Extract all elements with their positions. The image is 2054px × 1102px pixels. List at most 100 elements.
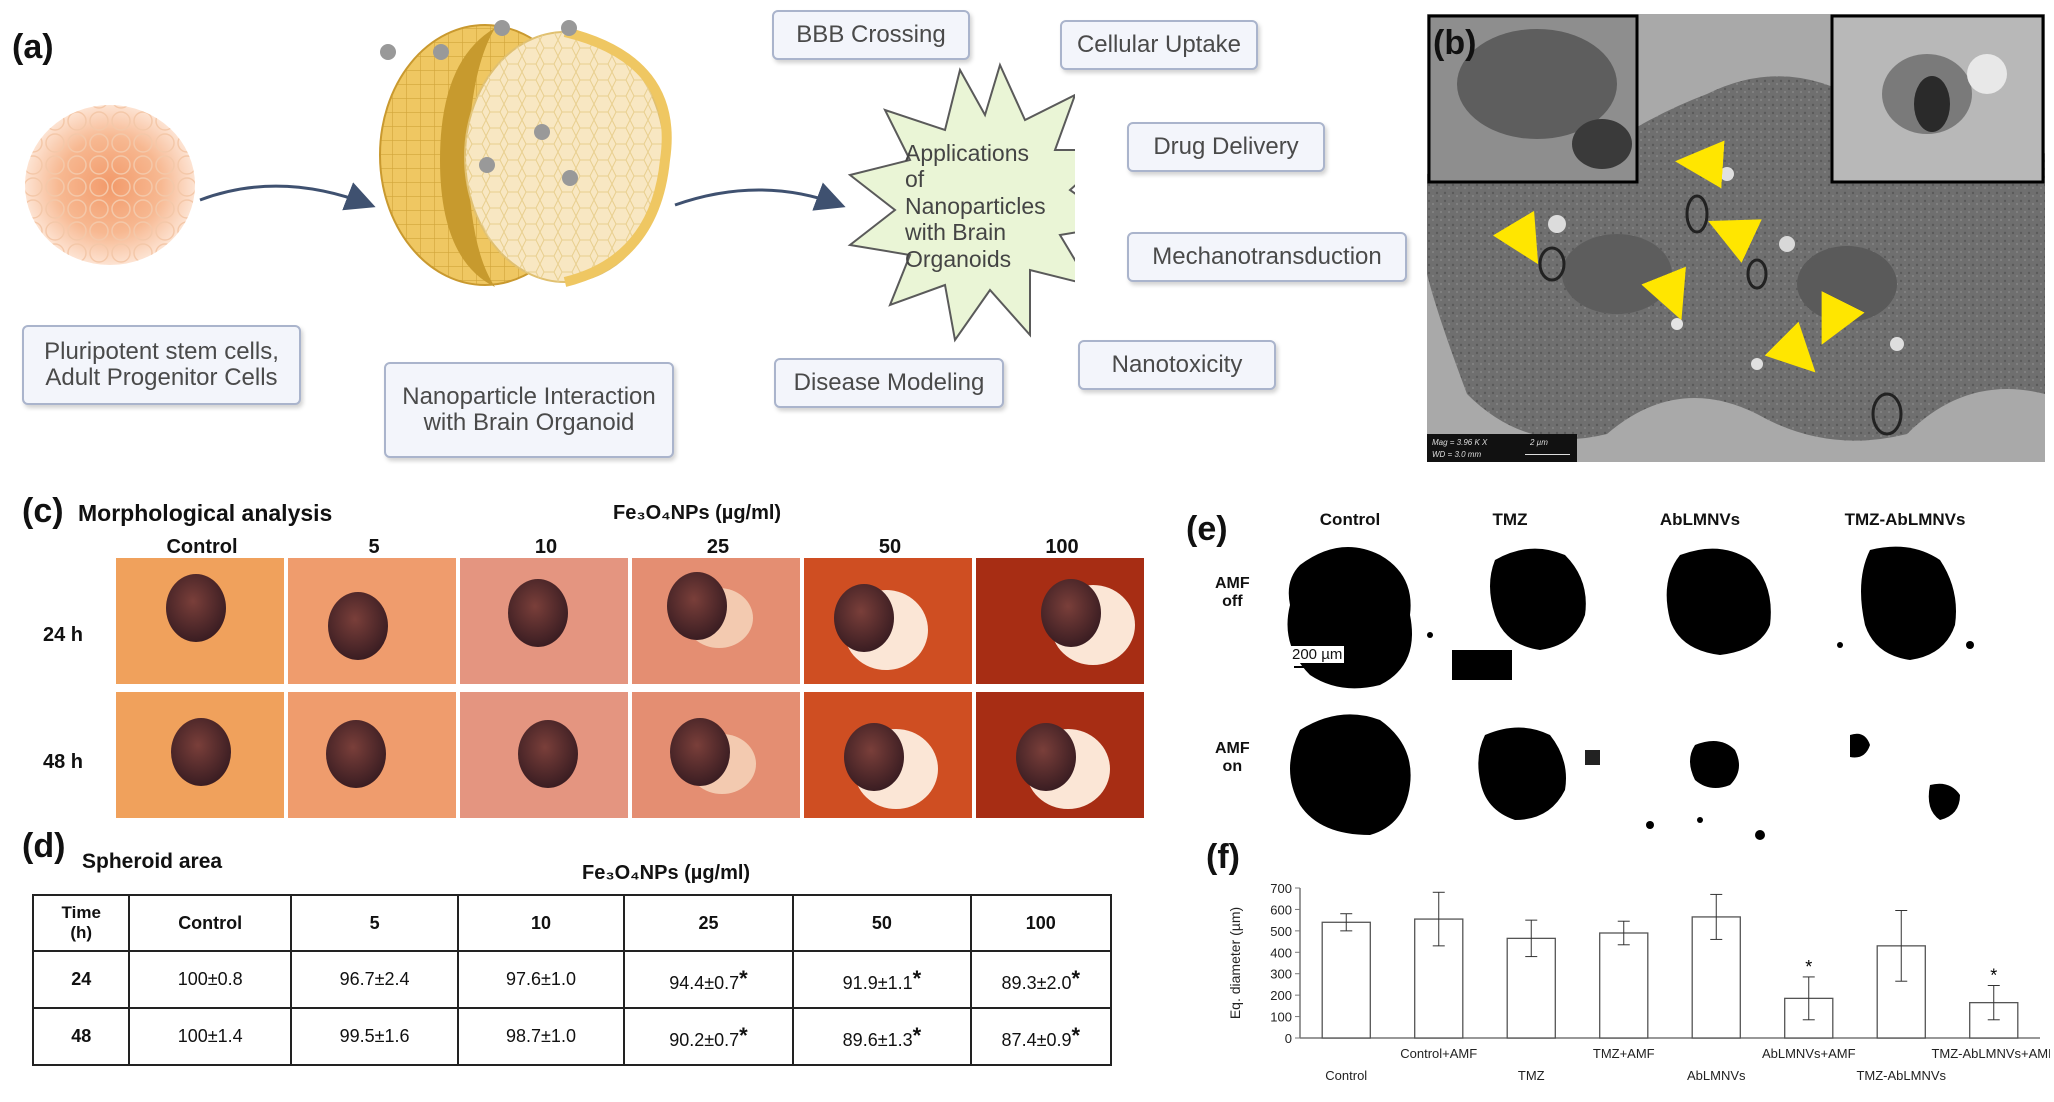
significance-star: *	[912, 1022, 922, 1048]
x-tick-label: TMZ-AbLMNVs	[1856, 1068, 1946, 1083]
tem-scale-bar-label: 2 µm	[1530, 438, 1548, 447]
table-header-control: Control	[128, 894, 292, 952]
spheroid	[171, 718, 231, 786]
arrow-stem-to-organoid	[199, 182, 376, 211]
table-header-time: Time (h)	[31, 894, 131, 952]
table-cell: 87.4±0.9*	[969, 1007, 1113, 1066]
spheroid-tmz-on	[1478, 727, 1566, 820]
spheroid-tmz-off-fragment	[1452, 650, 1512, 680]
panel-f-label: (f)	[1206, 838, 1240, 876]
arrow-organoid-to-applications	[674, 182, 846, 211]
spheroid	[326, 720, 386, 788]
panel-c-col-10: 10	[534, 536, 558, 558]
panel-e-row-amf-off: AMF off	[1215, 575, 1250, 610]
tem-scale-text-2: WD = 3.0 mm	[1432, 450, 1482, 459]
panel-a-label: (a)	[12, 28, 54, 66]
table-cell: 99.5±1.6	[289, 1007, 460, 1066]
panel-c-title: Morphological analysis	[78, 500, 333, 526]
panel-e-col-tmz: TMZ	[1492, 510, 1528, 529]
x-tick-label: AbLMNVs+AMF	[1762, 1046, 1856, 1061]
panel-e-row-amf-on: AMF on	[1215, 740, 1250, 775]
spheroid	[518, 720, 578, 788]
y-tick-label: 700	[1270, 881, 1292, 896]
bbb-crossing-box: BBB Crossing	[772, 10, 970, 60]
y-tick-label: 400	[1270, 945, 1292, 960]
drug-delivery-box: Drug Delivery	[1127, 122, 1325, 172]
spheroid	[508, 579, 568, 647]
panel-a-illustration	[25, 20, 1075, 343]
significance-star: *	[1990, 966, 1997, 986]
tem-scale-bar	[1525, 454, 1570, 455]
table-header-25: 25	[622, 894, 795, 952]
stem-cells-box: Pluripotent stem cells, Adult Progenitor…	[22, 325, 301, 405]
x-tick-label: TMZ+AMF	[1593, 1046, 1655, 1061]
spheroid-tmz-ablmnvs-off	[1861, 546, 1956, 660]
panel-e-scale-bar-label: 200 µm	[1290, 646, 1345, 663]
nanoparticle-interaction-box: Nanoparticle Interaction with Brain Orga…	[384, 362, 674, 458]
panel-b-label: (b)	[1433, 24, 1477, 62]
table-header-100: 100	[969, 894, 1113, 952]
spheroid	[834, 584, 894, 652]
tem-scale-text-1: Mag = 3.96 K X	[1432, 438, 1488, 447]
panel-c-row-48h: 48 h	[43, 751, 84, 773]
spheroid-tmz-off	[1490, 548, 1586, 650]
spheroid-control-on	[1290, 714, 1411, 835]
table-cell: 98.7±1.0	[457, 1007, 625, 1066]
significance-star: *	[1071, 1022, 1081, 1048]
spheroid	[166, 574, 226, 642]
panel-c-row-24h: 24 h	[43, 624, 84, 646]
panel-d-title: Spheroid area	[82, 850, 223, 873]
panel-e-col-control: Control	[1319, 510, 1381, 529]
y-tick-label: 100	[1270, 1010, 1292, 1025]
spheroid	[844, 723, 904, 791]
applications-text: Applications of Nanoparticles with Brain…	[905, 140, 1046, 272]
significance-star: *	[739, 1022, 748, 1048]
panel-e-label: (e)	[1186, 510, 1228, 548]
spheroid-tmz-ablmnvs-on-2	[1928, 783, 1960, 820]
table-cell-time: 48	[31, 1007, 131, 1066]
nanotoxicity-box: Nanotoxicity	[1078, 340, 1276, 390]
spheroid-ablmnvs-off	[1666, 548, 1771, 655]
bar	[1599, 932, 1649, 1039]
table-cell: 91.9±1.1*	[792, 950, 972, 1009]
spheroid	[1041, 579, 1101, 647]
stem-cell-cluster	[25, 105, 195, 265]
x-tick-label: TMZ-AbLMNVs+AMF	[1931, 1046, 2050, 1061]
table-cell-time: 24	[31, 950, 131, 1009]
spheroid-area-table: Time (h) Control 5 10 25 50 100 24 100±0…	[31, 894, 1113, 1066]
spheroid-tmz-on-fragment	[1585, 750, 1600, 765]
cellular-uptake-box: Cellular Uptake	[1060, 20, 1258, 70]
x-tick-label: Control	[1325, 1068, 1367, 1083]
significance-star: *	[1805, 957, 1812, 977]
significance-star: *	[1071, 965, 1081, 991]
spheroid	[328, 592, 388, 660]
y-tick-label: 500	[1270, 924, 1292, 939]
spheroid-tmz-ablmnvs-on-1	[1850, 733, 1870, 758]
x-tick-label: TMZ	[1518, 1068, 1545, 1083]
table-row: 48 100±1.4 99.5±1.6 98.7±1.0 90.2±0.7* 8…	[31, 1007, 1113, 1066]
y-tick-label: 0	[1285, 1031, 1292, 1046]
panel-c-col-50: 50	[878, 536, 902, 558]
applications-starburst	[847, 62, 1075, 343]
panel-c-conc-header: Fe₃O₄NPs (µg/ml)	[613, 502, 782, 524]
table-header-5: 5	[289, 894, 460, 952]
spheroid-ablmnvs-on	[1690, 741, 1739, 789]
panel-d-label: (d)	[22, 827, 66, 865]
spheroid	[670, 718, 730, 786]
table-cell: 97.6±1.0	[457, 950, 625, 1009]
significance-star: *	[739, 965, 748, 991]
panel-c-col-control: Control	[166, 536, 238, 558]
table-cell: 94.4±0.7*	[622, 950, 795, 1009]
spheroid	[667, 572, 727, 640]
y-tick-label: 200	[1270, 988, 1292, 1003]
panel-c-col-100: 100	[1045, 536, 1079, 558]
table-cell: 100±0.8	[128, 950, 292, 1009]
nanoparticles	[380, 20, 578, 186]
x-tick-label: AbLMNVs	[1687, 1068, 1746, 1083]
panel-c-label: (c)	[22, 492, 64, 530]
table-header-50: 50	[792, 894, 972, 952]
panel-e-col-ablmnvs: AbLMNVs	[1659, 510, 1741, 529]
y-tick-label: 300	[1270, 967, 1292, 982]
panel-d-conc-header: Fe₃O₄NPs (µg/ml)	[582, 862, 751, 884]
